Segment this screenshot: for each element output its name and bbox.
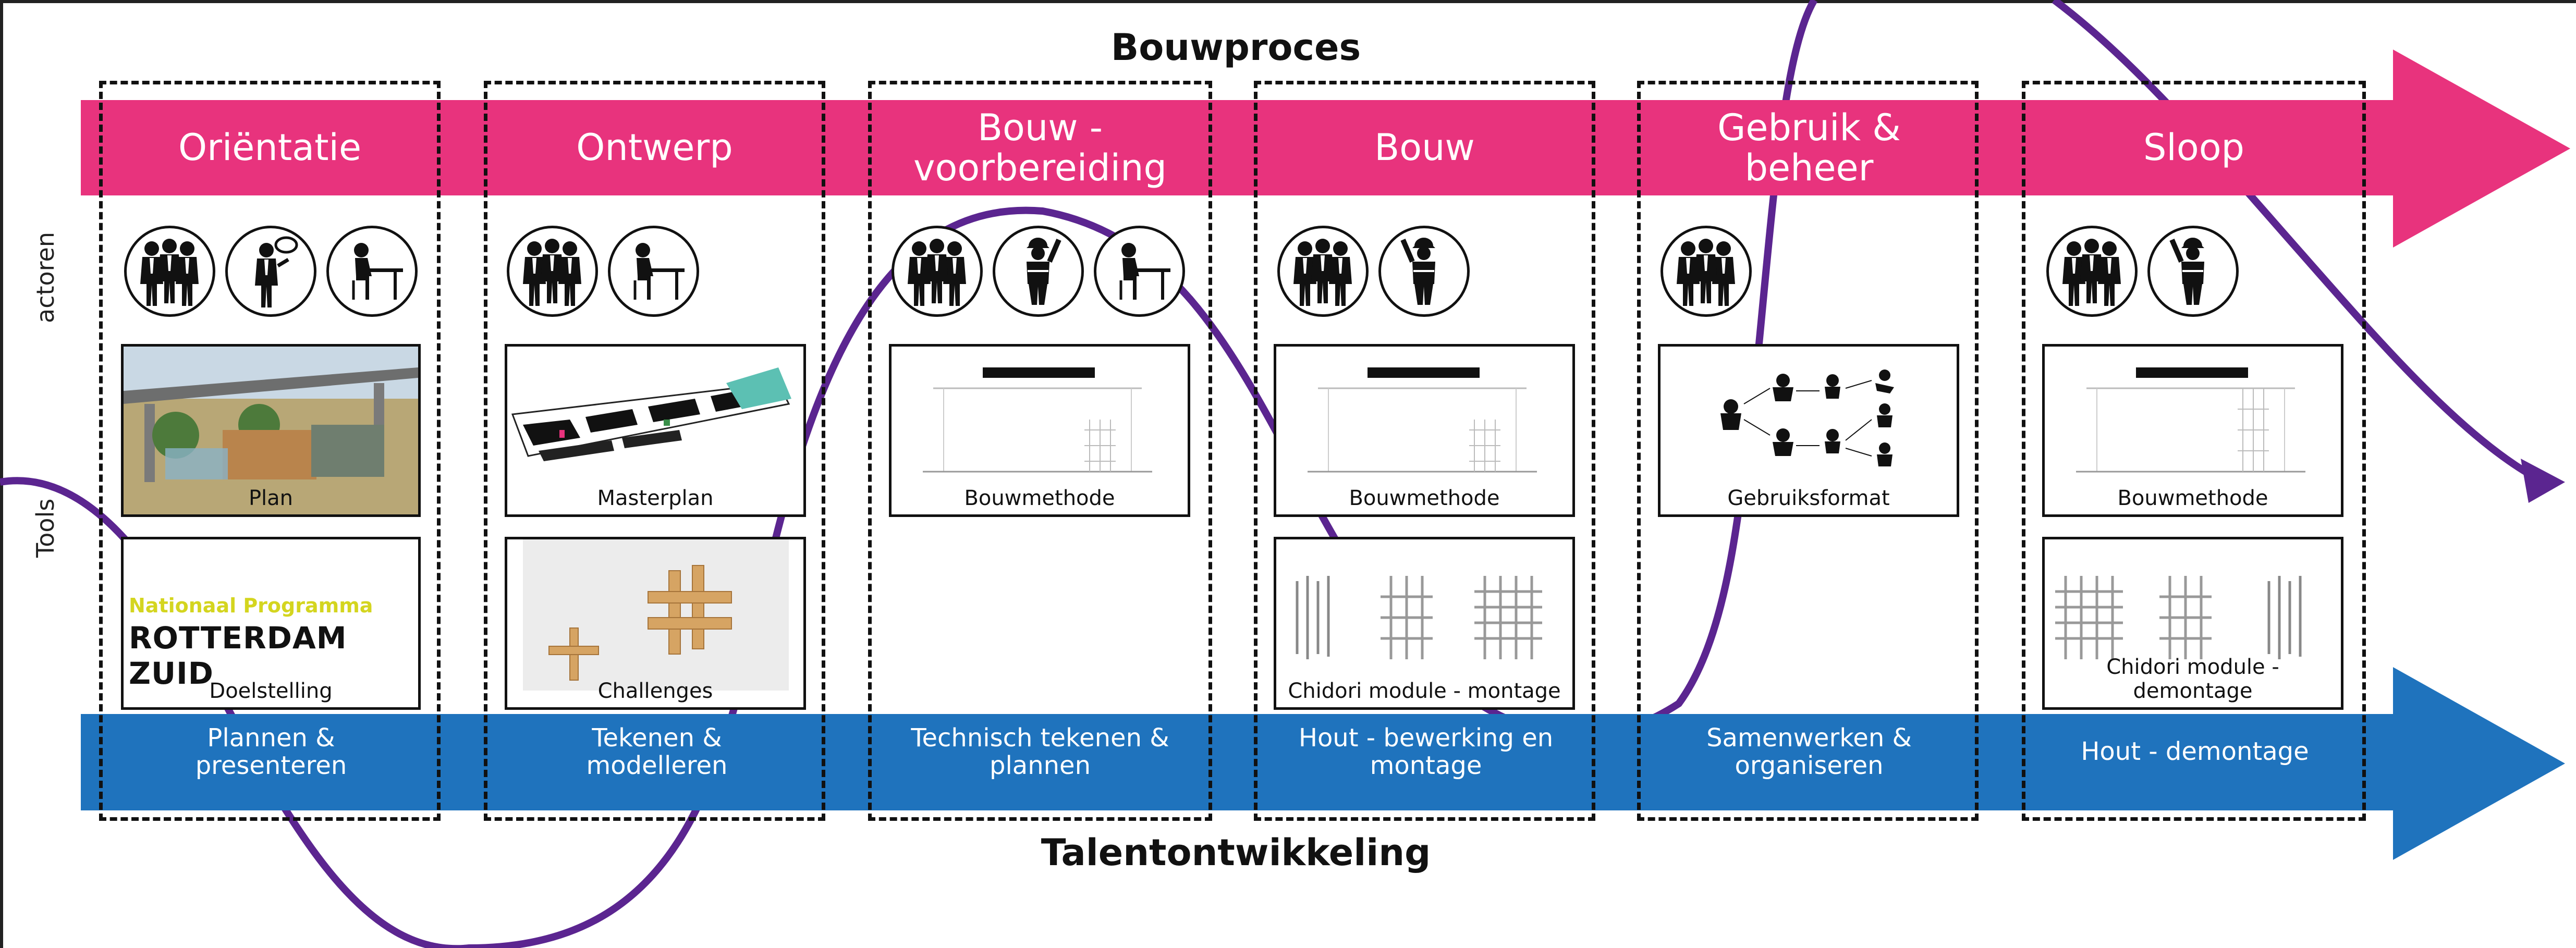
doelstelling-logo-line2: ROTTERDAM ZUID bbox=[129, 620, 347, 691]
tool-card-doelstelling: Nationaal Programma ROTTERDAM ZUID Doels… bbox=[121, 537, 421, 710]
tool-label: Bouwmethode bbox=[1349, 486, 1500, 510]
talent-arrowhead bbox=[2393, 667, 2565, 860]
tool-label: Bouwmethode bbox=[964, 486, 1115, 510]
construction-worker-icon bbox=[993, 226, 1084, 317]
phase-name: Oriëntatie bbox=[178, 126, 362, 169]
plan-rendering bbox=[124, 347, 418, 514]
designer-at-desk-icon bbox=[608, 226, 699, 317]
tool-card-chidori-demontage: Chidori module - demontage bbox=[2042, 537, 2343, 710]
phase-name: Ontwerp bbox=[576, 126, 733, 169]
phase-skill: Samenwerken & organiseren bbox=[1706, 723, 1912, 780]
tool-label: Gebruiksformat bbox=[1727, 486, 1890, 510]
bouwmethode-section-drawing bbox=[2076, 367, 2305, 473]
tool-card-plan: Plan bbox=[121, 344, 421, 517]
tool-label: Chidori module - montage bbox=[1288, 679, 1561, 703]
chidori-modules bbox=[1296, 576, 1542, 659]
process-title: Bouwproces bbox=[1110, 26, 1361, 69]
tool-label: Doelstelling bbox=[209, 679, 333, 703]
group-icon bbox=[1661, 226, 1752, 317]
phase-box-ontwerp bbox=[484, 81, 825, 821]
construction-worker-icon bbox=[1378, 226, 1470, 317]
group-icon bbox=[892, 226, 983, 317]
phase-name: Bouw bbox=[1374, 126, 1475, 169]
talent-title: Talentontwikkeling bbox=[1041, 831, 1431, 874]
actors-side-label: actoren bbox=[31, 231, 59, 323]
phase-skill: Technisch tekenen & plannen bbox=[911, 723, 1169, 780]
phase-skill: Hout - bewerking en montage bbox=[1298, 723, 1554, 780]
phase-box-sloop bbox=[2022, 81, 2366, 821]
phase-box-gebruik bbox=[1637, 81, 1979, 821]
phase-box-bouw bbox=[1254, 81, 1595, 821]
construction-worker-icon bbox=[2147, 226, 2239, 317]
designer-at-desk-icon bbox=[1094, 226, 1185, 317]
phase-skill: Plannen & presenteren bbox=[195, 723, 347, 780]
group-icon bbox=[2046, 226, 2138, 317]
phase-box-orientatie bbox=[99, 81, 441, 821]
phase-name: Bouw - voorbereiding bbox=[913, 106, 1167, 189]
tools-side-label: Tools bbox=[31, 498, 59, 558]
tool-label: Bouwmethode bbox=[2117, 486, 2268, 510]
presenter-icon bbox=[225, 226, 316, 317]
bouwmethode-section-drawing bbox=[1308, 367, 1537, 473]
chidori-modules bbox=[2055, 576, 2302, 659]
tool-label: Masterplan bbox=[597, 486, 714, 510]
phase-name: Gebruik & beheer bbox=[1717, 106, 1901, 189]
tool-card-challenges: Challenges bbox=[505, 537, 806, 710]
tool-label: Challenges bbox=[597, 679, 713, 703]
gebruiksformat-flow bbox=[1720, 370, 1894, 466]
bouwmethode-section-drawing bbox=[923, 367, 1152, 473]
phase-name: Sloop bbox=[2143, 126, 2244, 169]
talent-band bbox=[81, 714, 2396, 810]
phase-skill: Hout - demontage bbox=[2081, 737, 2309, 767]
tool-card-bouwmethode: Bouwmethode bbox=[2042, 344, 2343, 517]
process-band bbox=[81, 100, 2396, 195]
tool-card-masterplan: Masterplan bbox=[505, 344, 806, 517]
group-icon bbox=[1277, 226, 1369, 317]
group-icon bbox=[507, 226, 598, 317]
phase-skill: Tekenen & modelleren bbox=[586, 723, 728, 780]
masterplan-drawing bbox=[511, 367, 791, 461]
doelstelling-logo-line1: Nationaal Programma bbox=[129, 594, 373, 617]
tool-card-gebruiksformat: Gebruiksformat bbox=[1658, 344, 1959, 517]
process-arrowhead bbox=[2393, 50, 2570, 248]
group-icon bbox=[124, 226, 215, 317]
tool-card-chidori-montage: Chidori module - montage bbox=[1274, 537, 1575, 710]
tool-label: Plan bbox=[248, 486, 294, 510]
tool-card-bouwmethode: Bouwmethode bbox=[889, 344, 1190, 517]
phase-box-bouwvoorbereiding bbox=[868, 81, 1212, 821]
challenges-wood-joints bbox=[523, 539, 789, 691]
designer-at-desk-icon bbox=[326, 226, 418, 317]
tool-label: Chidori module - demontage bbox=[2106, 655, 2279, 703]
tool-card-bouwmethode: Bouwmethode bbox=[1274, 344, 1575, 517]
